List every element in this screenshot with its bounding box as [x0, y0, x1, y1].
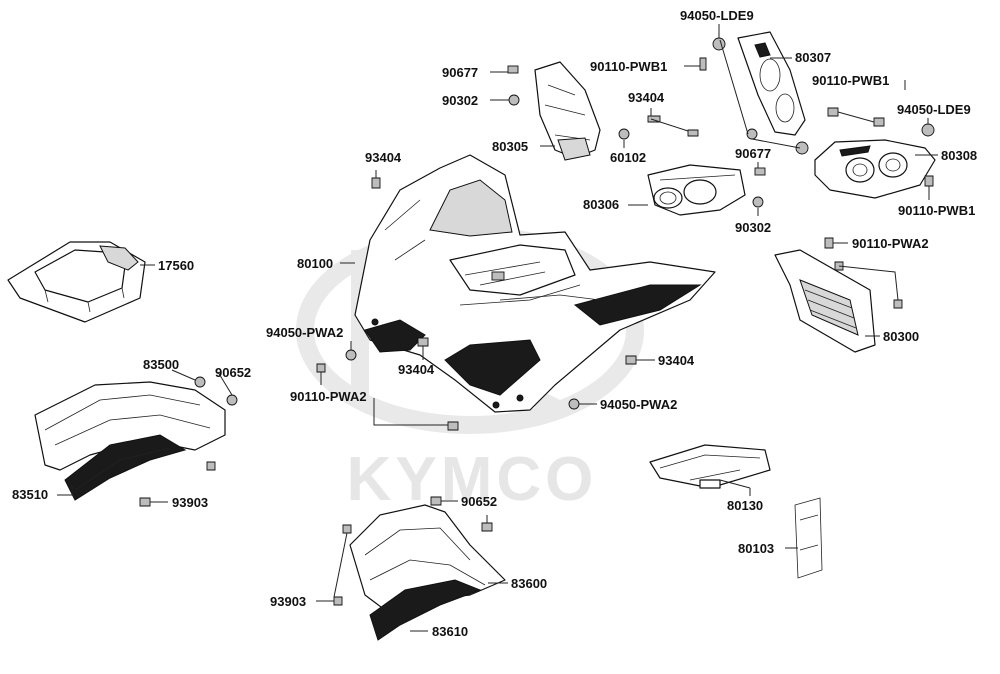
label-90302-mid: 90302	[735, 220, 771, 235]
label-90652-left: 90652	[215, 365, 251, 380]
screw-93404-top-b	[687, 129, 699, 137]
part-17560-box	[7, 241, 146, 323]
screw-90302-top	[508, 94, 520, 106]
label-90110-pwb1-right: 90110-PWB1	[812, 73, 889, 88]
bolt-90110-pwb1-right-b	[873, 117, 885, 127]
nut-60102	[618, 128, 630, 140]
part-83510-side-trim	[64, 434, 187, 501]
label-93404-left: 93404	[365, 150, 402, 165]
label-93404-center: 93404	[398, 362, 435, 377]
label-90652-bottom: 90652	[461, 494, 497, 509]
clip-90652-b	[226, 394, 238, 406]
label-80300: 80300	[883, 329, 919, 344]
label-94050-lde9-right: 94050-LDE9	[897, 102, 971, 117]
screw-93404-left	[371, 177, 381, 189]
part-80307-bracket	[737, 31, 806, 136]
bolt-90110-pwa2-c	[893, 299, 903, 309]
label-90677-mid: 90677	[735, 146, 771, 161]
nut-94050-lde9-low	[795, 141, 809, 155]
part-labels: 94050-LDE9 80307 90677 90110-PWB1 90110-…	[12, 8, 977, 639]
label-17560: 17560	[158, 258, 194, 273]
part-80306-housing	[647, 164, 746, 216]
watermark-text: KYMCO	[347, 445, 598, 514]
clip-90652-a	[194, 376, 206, 388]
screw-93404-right	[625, 355, 637, 365]
screw-93404-center	[417, 337, 429, 347]
label-80100: 80100	[297, 256, 333, 271]
part-80103-sticker	[794, 497, 823, 579]
label-60102: 60102	[610, 150, 646, 165]
label-80130: 80130	[727, 498, 763, 513]
part-83500-side-cover	[34, 381, 226, 471]
nut-94050-pwa2-right	[568, 398, 580, 410]
clip-90677-top	[507, 65, 519, 74]
label-83600: 83600	[511, 576, 547, 591]
label-93903-bottom: 93903	[270, 594, 306, 609]
part-83610-side-trim	[369, 579, 482, 641]
screw-93903-left-a	[206, 461, 216, 471]
label-90110-pwb1-top: 90110-PWB1	[590, 59, 667, 74]
part-80130-plate	[649, 444, 771, 489]
screw-90302-mid	[752, 196, 764, 208]
label-94050-pwa2-left: 94050-PWA2	[266, 325, 343, 340]
label-80307: 80307	[795, 50, 831, 65]
label-90110-pwa2-left: 90110-PWA2	[290, 389, 367, 404]
part-80100-rear-fender	[354, 154, 716, 413]
label-83500: 83500	[143, 357, 179, 372]
screw-93903-bottom-b	[333, 596, 343, 606]
label-80308: 80308	[941, 148, 977, 163]
screw-93903-bottom-a	[342, 524, 352, 534]
label-90677-top: 90677	[442, 65, 478, 80]
bolt-90110-pwa2-left	[316, 363, 326, 373]
label-80305: 80305	[492, 139, 528, 154]
clip-90652-bottom-b	[481, 522, 493, 532]
bolt-90110-pwb1-right-a	[827, 107, 839, 117]
label-90110-pwa2-right: 90110-PWA2	[852, 236, 929, 251]
label-83510: 83510	[12, 487, 48, 502]
label-94050-pwa2-right: 94050-PWA2	[600, 397, 677, 412]
label-80306: 80306	[583, 197, 619, 212]
nut-94050-pwa2-left	[345, 349, 357, 361]
label-90110-pwb1-bottom: 90110-PWB1	[898, 203, 975, 218]
bolt-90110-pwb1-top	[699, 57, 707, 71]
part-80300-plate-holder	[774, 249, 876, 353]
label-90302-top: 90302	[442, 93, 478, 108]
label-94050-lde9-top: 94050-LDE9	[680, 8, 754, 23]
bolt-90110-pwa2-a	[824, 237, 834, 249]
clip-90677-mid	[754, 167, 766, 176]
label-93404-right: 93404	[658, 353, 695, 368]
label-93404-top: 93404	[628, 90, 665, 105]
screw-93903-left-b	[139, 497, 151, 507]
part-80308-taillight	[814, 139, 936, 199]
nut-94050-lde9-right	[921, 123, 935, 137]
part-83600-side-cover	[349, 504, 506, 611]
label-83610: 83610	[432, 624, 468, 639]
part-80305-bracket	[534, 61, 601, 161]
leader-lines	[57, 24, 938, 632]
label-93903-left: 93903	[172, 495, 208, 510]
label-80103: 80103	[738, 541, 774, 556]
bolt-90110-pwa2-lower	[447, 421, 459, 431]
nut-94050-lde9-top	[712, 37, 726, 51]
bolt-90110-pwb1-bottom	[924, 175, 934, 187]
nut-94050-lde9-mid	[746, 128, 758, 140]
clip-90652-bottom-a	[430, 496, 442, 506]
